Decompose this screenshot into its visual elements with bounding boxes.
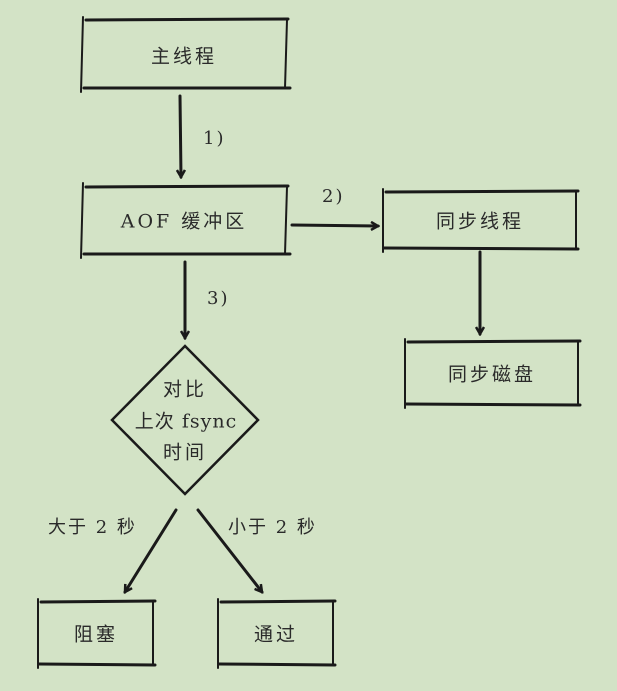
step3-label: 3) [207,288,230,309]
box-block [37,598,157,669]
box-sync-disk [404,338,582,409]
box-pass [217,598,337,669]
block-label: 阻塞 [73,623,119,646]
arrow-less [196,508,262,592]
box-sync-thread [382,188,580,253]
aof-buffer-label: AOF 缓冲区 [120,210,248,233]
arrow-step1 [180,94,181,177]
sync-disk-label: 同步磁盘 [447,363,537,386]
sync-thread-label: 同步线程 [435,210,525,233]
step2-label: 2) [322,186,345,207]
main-thread-label: 主线程 [150,45,218,68]
compare-label-line2: 上次 fsync [134,410,238,433]
compare-label-line3: 时间 [162,441,208,464]
compare-label-line1: 对比 [162,378,208,401]
greater-label: 大于 2 秒 [48,517,137,538]
decision-diamond [110,344,260,496]
step1-label: 1) [203,128,226,149]
arrow-step2 [290,225,378,226]
box-aof-buffer [80,182,292,259]
box-main-thread [80,16,292,93]
arrow-greater [123,508,178,592]
pass-label: 通过 [253,623,299,646]
less-label: 小于 2 秒 [228,517,317,538]
